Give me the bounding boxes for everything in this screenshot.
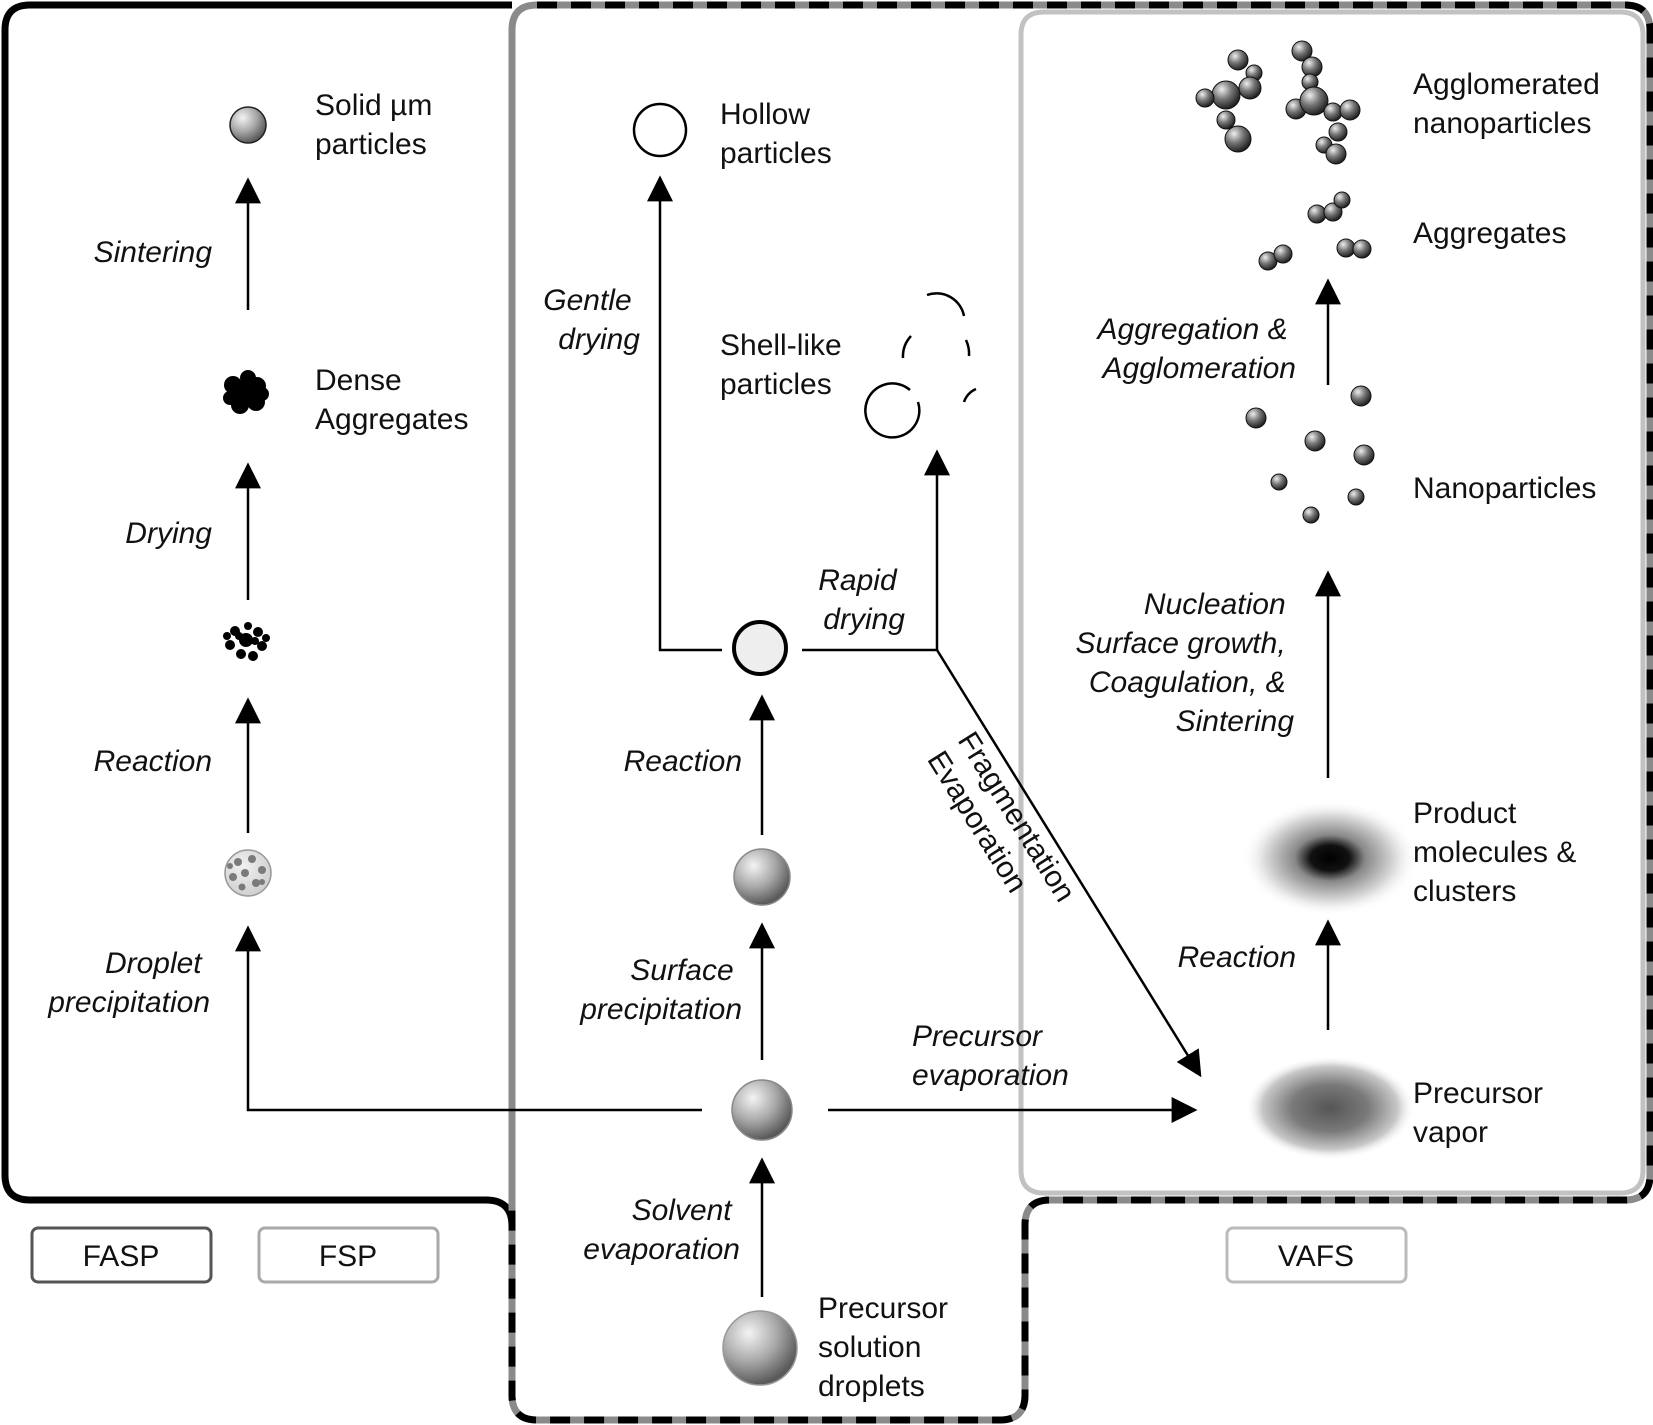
legend-vafs-label: VAFS <box>1278 1240 1354 1273</box>
precipitated-droplet <box>224 849 272 897</box>
process-labels: Sintering Drying Reaction Droplet precip… <box>47 236 1296 1266</box>
fsp-region <box>508 1 1653 1424</box>
vafs-region <box>1018 9 1646 1196</box>
fsp-evaporating-droplet <box>731 1079 793 1141</box>
loose-aggregate <box>223 622 270 661</box>
label-drying: Drying <box>125 517 212 550</box>
solid-particle <box>229 106 267 144</box>
label-product-molecules: Product molecules & clusters <box>1413 797 1585 908</box>
legend-fasp: FASP <box>30 1226 213 1284</box>
arrow-droplet-precipitation <box>235 925 702 1112</box>
legend: FASP FSP VAFS <box>30 1226 1408 1284</box>
label-vafs-reaction: Reaction <box>1178 941 1296 974</box>
arrow-fragmentation <box>935 649 1202 1078</box>
particles <box>223 40 1418 1386</box>
agglomerated-nanoparticles <box>1195 40 1361 165</box>
label-droplet-precipitation: Droplet precipitation <box>47 947 210 1019</box>
label-aggregates: Aggregates <box>1413 217 1566 250</box>
label-shell-like-particles: Shell-like particles <box>720 329 850 401</box>
fsp-precipitated-particle <box>733 848 791 906</box>
aggregates <box>1258 191 1372 271</box>
label-precursor-droplets: Precursor solution droplets <box>818 1292 956 1403</box>
legend-fsp: FSP <box>257 1226 440 1284</box>
hollow-particle <box>632 102 688 158</box>
nanoparticles <box>1245 385 1375 524</box>
label-dense-aggregates: Dense Aggregates <box>315 364 468 436</box>
shell-like-particles <box>864 292 977 439</box>
label-solid-particles: Solid µm particles <box>315 89 441 161</box>
label-sintering: Sintering <box>94 236 213 269</box>
legend-fsp-label: FSP <box>319 1240 377 1273</box>
dense-aggregate <box>223 370 269 414</box>
legend-vafs: VAFS <box>1225 1226 1408 1284</box>
label-agglomerated-nanoparticles: Agglomerated nanoparticles <box>1413 68 1608 140</box>
precursor-vapor-cloud <box>1245 1056 1415 1160</box>
label-nucleation: Nucleation Surface growth, Coagulation, … <box>1076 588 1295 738</box>
label-precursor-evaporation: Precursor evaporation <box>912 1020 1069 1092</box>
fsp-shell-particle <box>732 620 788 676</box>
label-surface-precipitation: Surface precipitation <box>579 954 742 1026</box>
label-solvent-evaporation: Solvent evaporation <box>583 1194 740 1266</box>
precursor-droplet <box>722 1310 798 1386</box>
stage-labels: Solid µm particles Dense Aggregates Holl… <box>315 68 1608 1403</box>
label-fasp-reaction: Reaction <box>94 745 212 778</box>
label-gentle-drying: Gentle drying <box>543 284 640 356</box>
product-molecules-cloud <box>1242 800 1418 916</box>
label-hollow-particles: Hollow particles <box>720 98 832 170</box>
arrows <box>235 175 1341 1297</box>
label-nanoparticles: Nanoparticles <box>1413 472 1596 505</box>
label-aggregation: Aggregation & Agglomeration <box>1096 313 1296 385</box>
arrow-gentle-drying <box>647 175 722 652</box>
fasp-region <box>1 1 516 1227</box>
label-precursor-vapor: Precursor vapor <box>1413 1077 1551 1149</box>
label-fsp-reaction: Reaction <box>624 745 742 778</box>
legend-fasp-label: FASP <box>83 1240 160 1273</box>
label-rapid-drying: Rapid drying <box>818 564 905 636</box>
